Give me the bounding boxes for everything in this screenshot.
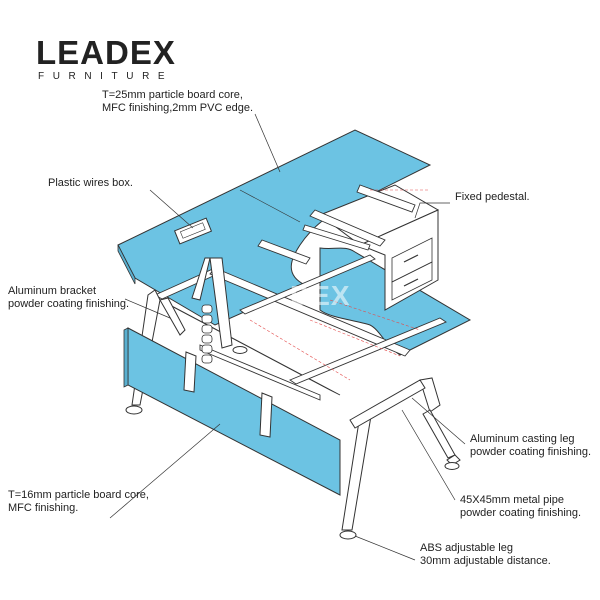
label-abs-line2: 30mm adjustable distance. <box>420 555 551 567</box>
cable-spine <box>201 304 213 364</box>
label-casting-leg: Aluminum casting leg powder coating fini… <box>470 433 591 459</box>
wires-box <box>173 217 213 245</box>
leg-foot <box>444 462 460 470</box>
label-casting-leg-line2: powder coating finishing. <box>470 446 592 458</box>
label-abs-leg: ABS adjustable leg 30mm adjustable dista… <box>420 542 551 568</box>
brand-logo: LEADEX <box>36 34 176 71</box>
leg-foot <box>339 530 357 540</box>
label-modesty-line2: MFC finishing. <box>8 502 79 514</box>
label-modesty-panel: T=16mm particle board core, MFC finishin… <box>8 489 149 515</box>
leg-foot <box>125 405 143 415</box>
label-bracket-line1: Aluminum bracket <box>8 285 97 297</box>
label-top-board-line2: MFC finishing,2mm PVC edge. <box>102 102 253 114</box>
leader-lines <box>109 113 466 561</box>
desktop-board-edge <box>117 244 136 285</box>
label-pipe-line2: powder coating finishing. <box>460 507 582 519</box>
brand-subtitle: FURNITURE <box>38 71 174 82</box>
label-modesty-line1: T=16mm particle board core, <box>8 489 149 501</box>
label-abs-line1: ABS adjustable leg <box>420 542 513 554</box>
modesty-panel <box>127 327 341 496</box>
hidden-lines <box>249 189 430 381</box>
label-pedestal: Fixed pedestal. <box>455 191 530 203</box>
label-bracket: Aluminum bracket powder coating finishin… <box>8 285 129 311</box>
label-top-board-line1: T=25mm particle board core, <box>102 89 243 101</box>
brand-watermark: DEX <box>290 280 351 311</box>
label-wires-box: Plastic wires box. <box>48 177 133 189</box>
panel-brackets <box>183 351 273 438</box>
steel-frame <box>154 184 447 401</box>
label-top-board: T=25mm particle board core, MFC finishin… <box>102 89 253 115</box>
label-bracket-line2: powder coating finishing. <box>8 298 130 310</box>
label-casting-leg-line1: Aluminum casting leg <box>470 433 575 445</box>
leg-foot <box>232 346 248 354</box>
label-pipe-line1: 45X45mm metal pipe <box>460 494 564 506</box>
label-metal-pipe: 45X45mm metal pipe powder coating finish… <box>460 494 581 520</box>
